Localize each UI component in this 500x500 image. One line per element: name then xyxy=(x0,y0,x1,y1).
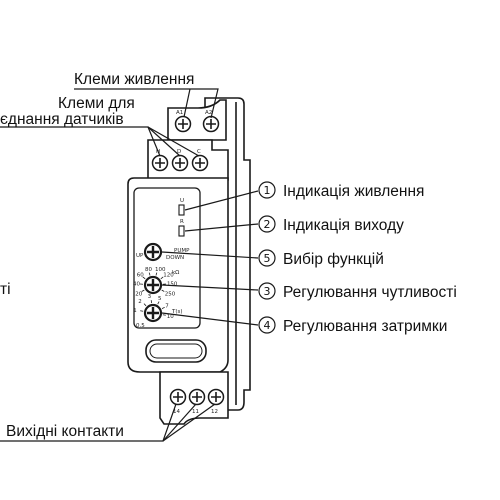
callout-4-text: Регулювання затримки xyxy=(283,318,447,335)
function-sub-label: DOWN xyxy=(166,255,184,261)
function-right-label: PUMP xyxy=(174,248,190,254)
sensitivity-tick xyxy=(141,289,145,292)
led-output-label: R xyxy=(180,219,184,225)
sensitivity-tick xyxy=(148,272,151,276)
label-output-contacts: Вихідні контакти xyxy=(6,423,124,440)
terminal-14: 14 xyxy=(173,409,180,415)
label-sensor-terminals-line2: єднання датчиків xyxy=(0,111,124,128)
label-sensor-terminals-line1: Клеми для xyxy=(58,95,135,112)
delay-tick xyxy=(143,303,147,307)
sensitivity-tick xyxy=(155,272,158,276)
sensitivity-mark: 100 xyxy=(155,267,166,273)
svg-text:3: 3 xyxy=(264,285,271,298)
delay-mark: 5 xyxy=(158,296,162,302)
led-power-label: U xyxy=(180,198,184,204)
callout-1-text: Індикація живлення xyxy=(283,183,424,200)
sensitivity-unit: kΩ xyxy=(172,270,179,276)
svg-text:5: 5 xyxy=(264,252,271,265)
callout-markers: 1 Індикація живлення 2 Індикація виходу … xyxy=(258,181,457,335)
leader-lines xyxy=(0,88,259,442)
sensitivity-tick xyxy=(160,276,164,280)
callout-5-text: Вибір функцій xyxy=(283,251,384,268)
svg-text:4: 4 xyxy=(264,319,271,332)
delay-mark: 10 xyxy=(167,314,174,320)
delay-tick xyxy=(162,314,166,316)
delay-tick xyxy=(140,310,144,312)
sensitivity-mark: 80 xyxy=(145,267,152,273)
terminal-c: C xyxy=(197,149,201,155)
knob-function: UP PUMP DOWN xyxy=(136,242,190,262)
sensitivity-tick xyxy=(142,276,146,280)
svg-text:1: 1 xyxy=(264,184,271,197)
delay-mark: 2 xyxy=(138,299,142,305)
delay-unit: T(s) xyxy=(171,309,183,315)
sensitivity-mark: 20 xyxy=(135,292,142,298)
terminal-a1: A1 xyxy=(176,110,183,116)
sensitivity-mark: 150 xyxy=(167,282,178,288)
sensitivity-mark: 120 xyxy=(163,272,174,278)
sensitivity-mark: 40 xyxy=(133,282,140,288)
led-group: U R xyxy=(178,198,185,237)
function-left-label: UP xyxy=(136,253,144,259)
delay-sub: 0.5 xyxy=(136,323,145,329)
delay-mark: 3 xyxy=(148,294,152,300)
callout-4: 4 Регулювання затримки xyxy=(258,316,447,335)
terminal-a2: A2 xyxy=(205,110,212,116)
led-power xyxy=(178,204,185,216)
delay-tick xyxy=(161,306,165,309)
delay-mark: 1 xyxy=(133,308,137,314)
callout-3: 3 Регулювання чутливості xyxy=(258,282,457,301)
delay-tick xyxy=(157,301,160,305)
terminal-11: 11 xyxy=(192,409,199,415)
callout-1: 1 Індикація живлення xyxy=(258,181,424,200)
led-output xyxy=(178,225,185,237)
sensitivity-tick xyxy=(161,289,165,292)
relay-body xyxy=(127,97,251,425)
callout-3-text: Регулювання чутливості xyxy=(283,284,457,301)
callout-2: 2 Індикація виходу xyxy=(258,215,404,234)
delay-mark: 7 xyxy=(165,304,169,310)
svg-text:2: 2 xyxy=(264,218,271,231)
terminal-d: D xyxy=(177,149,181,155)
terminal-12: 12 xyxy=(211,409,218,415)
callout-2-text: Індикація виходу xyxy=(283,217,404,234)
callout-5: 5 Вибір функцій xyxy=(258,249,384,268)
label-left-fragment: ті xyxy=(0,281,11,298)
sensitivity-mark: 60 xyxy=(137,272,144,278)
sensitivity-mark: 250 xyxy=(165,292,176,298)
label-power-terminals: Клеми живлення xyxy=(74,71,194,88)
